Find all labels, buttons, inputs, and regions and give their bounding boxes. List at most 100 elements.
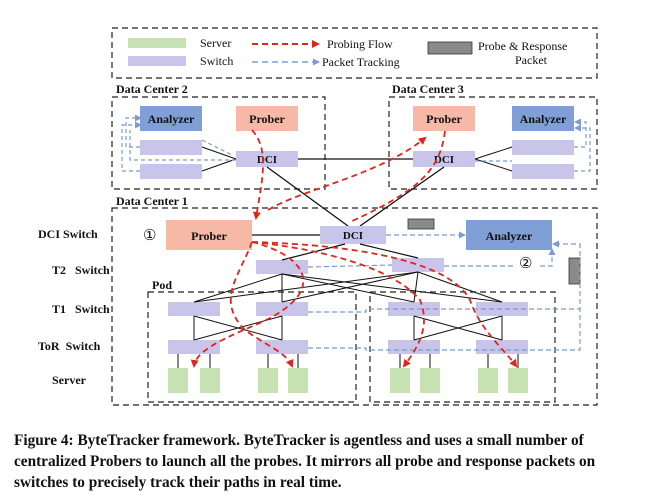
row-label-t1: T1 Switch	[52, 302, 110, 316]
dc2-analyzer-label: Analyzer	[148, 112, 195, 126]
row-label-server: Server	[52, 373, 87, 387]
t2l-t1-1	[193, 273, 283, 303]
t2r-t1-3	[413, 271, 419, 303]
probe-flow-server-5	[251, 241, 425, 368]
dc3-analyzer-label: Analyzer	[520, 112, 567, 126]
dc3-track-1	[574, 118, 587, 148]
server-8	[508, 368, 528, 393]
t1-switch-1	[168, 302, 220, 316]
probe-flow-server-1	[190, 241, 305, 368]
dc2-switch-b	[140, 164, 202, 179]
dc3-analyzer	[512, 106, 574, 131]
legend-switch-label: Switch	[200, 54, 233, 68]
dc3-link-a	[474, 146, 513, 160]
t2-switch-left	[256, 260, 308, 274]
dc2-frame	[111, 96, 326, 190]
dc2-title: Data Center 2	[116, 82, 188, 96]
legend-server-swatch	[128, 38, 186, 48]
t1-tor-4a	[413, 315, 503, 341]
dc1-dci-label: DCI	[343, 230, 363, 242]
data-center-2: Data Center 2 Analyzer Prober DCI	[111, 82, 326, 190]
legend-server-label: Server	[200, 36, 231, 50]
probe-dc1-to-dc3	[267, 136, 427, 211]
dc2-dc1-link	[266, 166, 349, 227]
t2l-t1-4	[281, 273, 503, 303]
t2r-t1-2	[281, 271, 419, 303]
probe-dc3-return	[349, 130, 446, 223]
server-1	[168, 368, 188, 393]
dc2-track-1	[201, 139, 233, 156]
t1-switch-2	[256, 302, 308, 316]
t2-track-mid	[307, 264, 393, 268]
row-labels: DCI Switch T2 Switch T1 Switch ToR Switc…	[38, 227, 110, 387]
figure-caption: Figure 4: ByteTracker framework. ByteTra…	[14, 432, 596, 491]
dc3-link-b	[474, 158, 513, 172]
dc1-prober-label: Prober	[191, 229, 227, 243]
t1-track	[308, 308, 580, 313]
row-label-dci: DCI Switch	[38, 227, 98, 241]
dc3-dci-label: DCI	[434, 154, 454, 166]
tor-switch-2	[256, 340, 308, 354]
legend: Server Switch Probing Flow Packet Tracki…	[111, 27, 598, 79]
probe-flow-server-8	[251, 241, 518, 368]
dc3-switch-a	[512, 140, 574, 155]
dc1-dci-switch	[320, 226, 386, 244]
server-2	[200, 368, 220, 393]
t2-track-up	[540, 248, 556, 267]
probe-dc2-to-dc1	[251, 129, 264, 220]
dc2-dci-label: DCI	[257, 154, 277, 166]
server-4	[288, 368, 308, 393]
dc2-analyzer	[140, 106, 202, 131]
pod-right-frame	[369, 291, 556, 403]
dc3-prober-label: Prober	[426, 112, 462, 126]
server-3	[258, 368, 278, 393]
t2r-dci-link	[359, 243, 419, 259]
dc3-prober	[413, 106, 475, 131]
probing-flows	[190, 129, 518, 368]
pod-label: Pod	[152, 278, 172, 292]
data-center-3: Data Center 3 Prober Analyzer DCI	[388, 82, 598, 190]
dc3-dc1-link	[359, 166, 445, 227]
probe-packet-2	[568, 257, 581, 285]
t2l-t1-3	[281, 273, 415, 303]
marker-two: ②	[519, 256, 532, 272]
dc1-analyzer	[466, 220, 552, 250]
server-5	[390, 368, 410, 393]
row-label-tor: ToR Switch	[38, 339, 101, 353]
probe-packet-1	[407, 218, 435, 230]
bytetracker-diagram: Server Switch Probing Flow Packet Tracki…	[38, 27, 598, 406]
t2r-t1-1	[193, 271, 419, 303]
data-center-1: Data Center 1 ① ② Prober DCI Analyzer Po…	[111, 194, 598, 406]
server-7	[478, 368, 498, 393]
dc2-prober-label: Prober	[249, 112, 285, 126]
pod-left-frame	[147, 291, 357, 403]
dc2-track-2	[125, 114, 142, 148]
tor-switch-4	[476, 340, 528, 354]
dc2-link-b	[201, 158, 237, 172]
dc3-dci-switch	[413, 151, 475, 167]
dc2-track-4	[129, 130, 236, 161]
tor-track	[308, 240, 581, 351]
legend-tracking-label: Packet Tracking	[322, 55, 400, 69]
dc1-prober	[166, 220, 252, 250]
dc2-switch-a	[140, 140, 202, 155]
dc2-prober	[236, 106, 298, 131]
dc3-frame	[388, 96, 598, 190]
dc1-analyzer-label: Analyzer	[486, 229, 533, 243]
tor-switch-1	[168, 340, 220, 354]
dc2-link-a	[201, 146, 237, 160]
legend-packet-label-1: Probe & Response	[478, 39, 567, 53]
dc2-track-3	[121, 121, 142, 172]
server-6	[420, 368, 440, 393]
dc1-frame	[111, 207, 598, 406]
legend-switch-swatch	[128, 56, 186, 66]
legend-packet-swatch	[427, 41, 473, 55]
legend-frame	[111, 27, 598, 79]
legend-packet-label-2: Packet	[515, 53, 548, 67]
dc1-title: Data Center 1	[116, 194, 188, 208]
row-label-t2: T2 Switch	[52, 263, 110, 277]
dc3-track-2	[574, 124, 591, 172]
dc3-switch-b	[512, 164, 574, 179]
probe-flow-server-4	[229, 241, 294, 368]
